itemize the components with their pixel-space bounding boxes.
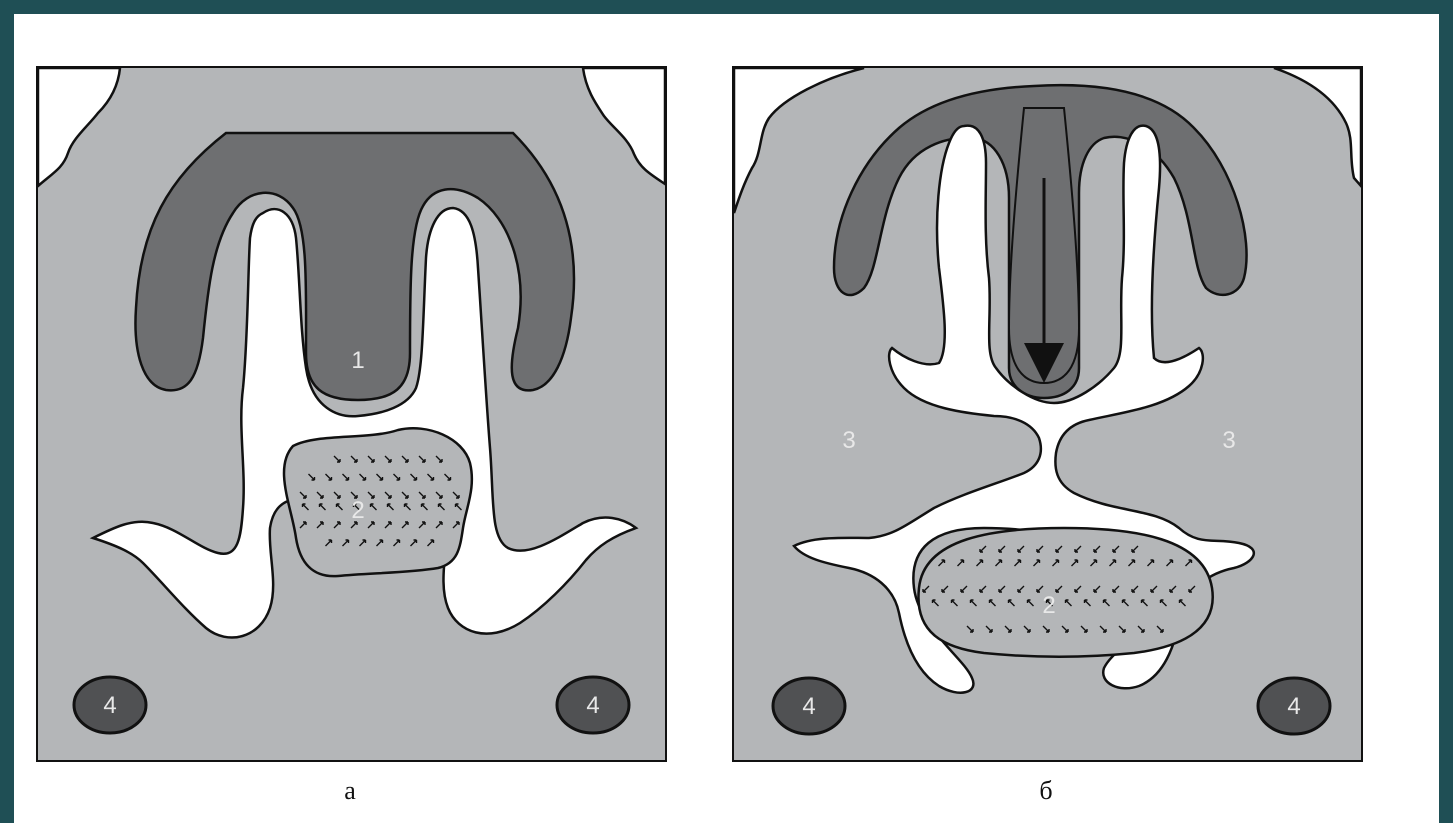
label-2: 2 [351, 497, 364, 524]
panel-a-diagram: 1 2 4 4 [38, 68, 665, 760]
label-3-right: 3 [1222, 427, 1235, 454]
caption-b: б [1026, 776, 1066, 806]
corner-notch-left [38, 68, 120, 186]
corner-notch-left [734, 68, 864, 213]
panel-a: 1 2 4 4 [36, 66, 667, 762]
label-3-left: 3 [842, 427, 855, 454]
figure-frame: 1 2 4 4 2 3 3 4 [14, 14, 1439, 823]
label-1: 1 [351, 347, 364, 374]
label-2: 2 [1042, 592, 1055, 619]
label-4-left: 4 [103, 692, 116, 719]
label-4-left: 4 [802, 693, 815, 720]
caption-a: а [330, 776, 370, 806]
tissue-2 [284, 428, 472, 576]
label-4-right: 4 [586, 692, 599, 719]
panel-b: 2 3 3 4 4 [732, 66, 1363, 762]
panel-b-diagram: 2 3 3 4 4 [734, 68, 1361, 760]
corner-notch-right [583, 68, 665, 184]
corner-notch-right [1274, 68, 1361, 186]
label-4-right: 4 [1287, 693, 1300, 720]
